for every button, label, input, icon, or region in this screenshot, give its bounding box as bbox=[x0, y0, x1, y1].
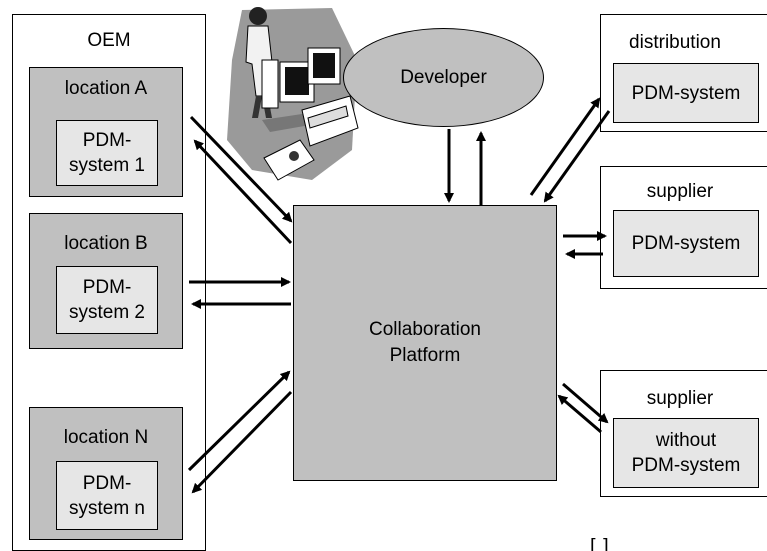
collaboration-platform: Collaboration Platform bbox=[293, 205, 557, 481]
engineer-workstation-illustration bbox=[227, 7, 359, 181]
distribution-pdm-system: PDM-system bbox=[613, 63, 759, 123]
supplier-1-label: supplier bbox=[646, 181, 714, 202]
location-b-label: location B bbox=[64, 233, 148, 254]
oem-title: OEM bbox=[87, 30, 131, 51]
developer-label: Developer bbox=[400, 66, 487, 88]
arrow-distribution-to-platform bbox=[543, 110, 611, 203]
pdm-system-2: PDM- system 2 bbox=[56, 266, 158, 334]
arrow-platform-to-distribution bbox=[529, 97, 601, 196]
developer-node: Developer bbox=[343, 28, 544, 127]
supplier-2-label: supplier bbox=[646, 388, 714, 409]
arrow-platform-to-supplier-2 bbox=[562, 382, 609, 424]
pdm-system-1: PDM- system 1 bbox=[56, 120, 158, 186]
distribution-label: distribution bbox=[629, 32, 721, 53]
footer-text: [ ] bbox=[590, 536, 610, 551]
arrow-supplier-2-to-platform bbox=[557, 394, 602, 434]
arrow-location-a-to-platform bbox=[189, 115, 293, 223]
supplier-1-pdm-system: PDM-system bbox=[613, 210, 759, 277]
arrow-platform-to-location-n bbox=[191, 390, 293, 494]
location-n-label: location N bbox=[63, 427, 149, 448]
arrow-platform-to-location-a bbox=[193, 139, 293, 245]
pdm-system-n: PDM- system n bbox=[56, 461, 158, 530]
supplier-2-without-pdm-system: without PDM-system bbox=[613, 418, 759, 488]
arrow-location-n-to-platform bbox=[187, 370, 291, 472]
location-a-label: location A bbox=[64, 78, 148, 99]
